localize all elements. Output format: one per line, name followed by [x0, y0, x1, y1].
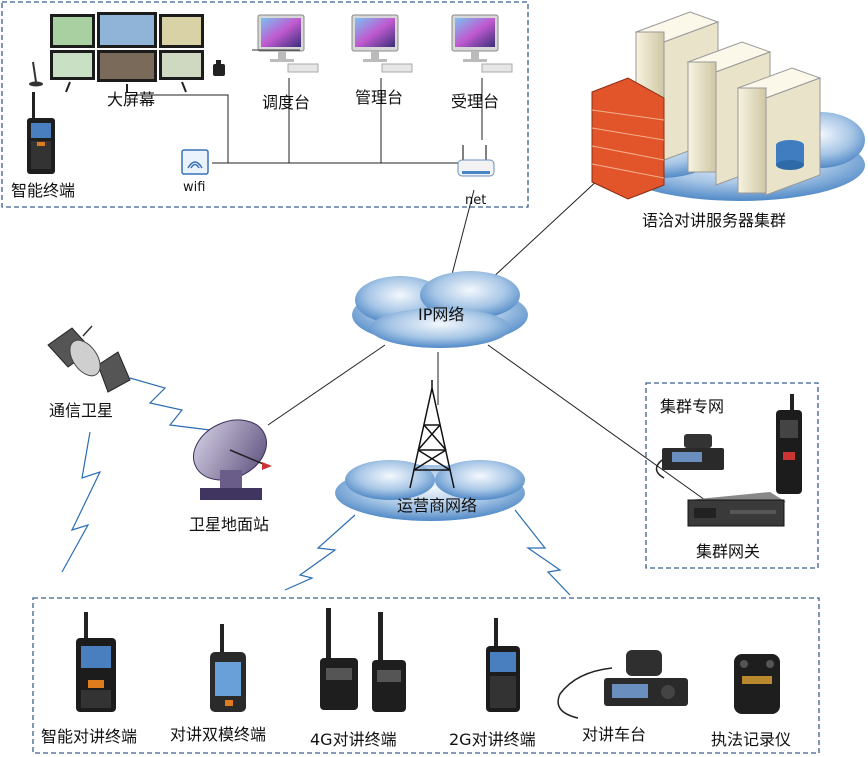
ip-network-label: IP网络 [418, 305, 465, 324]
wireless-links [61, 377, 571, 596]
trunk-handheld-icon [776, 394, 802, 494]
law-recorder-label: 执法记录仪 [711, 730, 792, 749]
ground-station-icon [193, 419, 272, 500]
law-recorder-icon [734, 654, 780, 714]
satellite-label: 通信卫星 [49, 401, 114, 420]
terminal-box [32, 597, 820, 754]
big-screen-label: 大屏幕 [107, 90, 156, 109]
cell-tower-icon [409, 380, 455, 489]
dual-mode-label: 对讲双模终端 [170, 725, 267, 744]
trunk-vehicle-radio-icon [655, 434, 724, 479]
ground-station-label: 卫星地面站 [189, 515, 270, 534]
wifi-icon [181, 149, 209, 175]
satellite-icon [47, 325, 131, 393]
server-cluster-label: 语洽对讲服务器集群 [642, 211, 787, 230]
dispatch-console-label: 调度台 [262, 93, 311, 112]
office-network-box [1, 1, 529, 208]
microphone-icon [29, 61, 43, 87]
server-cluster-icon [591, 11, 865, 201]
management-console-label: 管理台 [355, 88, 404, 107]
network-links [267, 177, 706, 501]
intercom-2g-terminal-icon [486, 618, 520, 712]
smart-intercom-terminal-icon [76, 612, 116, 712]
trunk-network-box [645, 382, 819, 569]
smart-terminal-label: 智能终端 [11, 181, 76, 200]
intercom-4g-terminal-icon [320, 608, 406, 712]
smart-intercom-label: 智能对讲终端 [41, 727, 138, 746]
router-icon [457, 145, 495, 177]
desk-phone-icon [213, 60, 225, 76]
office-links [130, 78, 483, 164]
wifi-label: wifi [183, 180, 206, 195]
reception-console-label: 受理台 [451, 92, 500, 111]
net-label: net [465, 193, 487, 208]
big-screen-icon [50, 12, 204, 93]
carrier-network-label: 运营商网络 [397, 496, 478, 515]
intercom-2g-label: 2G对讲终端 [449, 730, 536, 749]
gateway-icon [687, 492, 786, 527]
dual-mode-terminal-icon [210, 624, 246, 712]
intercom-4g-label: 4G对讲终端 [310, 730, 397, 749]
vehicle-radio-icon [557, 650, 688, 719]
carrier-cloud-icon [335, 460, 525, 521]
dispatch-computer-icon [252, 14, 319, 73]
trunk-network-title: 集群专网 [660, 397, 725, 416]
gateway-label: 集群网关 [696, 542, 761, 561]
vehicle-radio-label: 对讲车台 [582, 725, 647, 744]
management-computer-icon [351, 14, 413, 73]
ip-network-cloud-icon [352, 271, 528, 348]
reception-computer-icon [451, 14, 513, 73]
smart-terminal-icon [27, 92, 55, 174]
